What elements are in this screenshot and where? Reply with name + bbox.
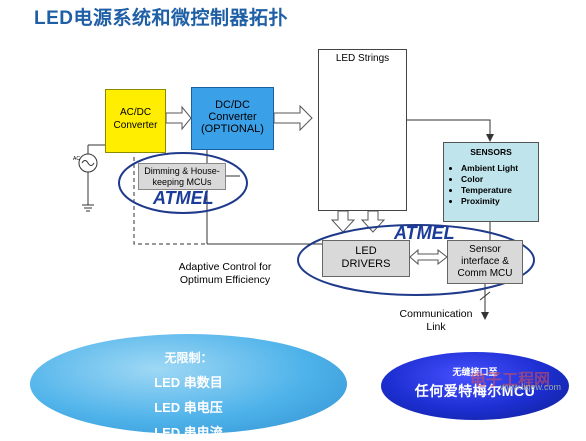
sensor-iface-line-3: Comm MCU [457,268,513,279]
dimming-line-2: keeping MCUs [152,177,212,187]
comm-line-2: Link [426,321,446,333]
no-limit-title: 无限制： [164,351,213,365]
sensors-block: SENSORS Ambient Light Color Temperature … [443,142,539,222]
seamless-small-text: 无缝接口至 [452,367,498,377]
arrow-dcdc-strings [273,104,313,132]
ellipse-drivers [297,224,535,296]
adaptive-line-2: Optimum Efficiency [179,274,271,286]
adaptive-control-label: Adaptive Control for Optimum Efficiency [165,261,285,287]
sensors-list: Ambient Light Color Temperature Proximit… [450,163,532,207]
sensor-item: Color [461,174,532,185]
arrow-drivers-sensor [409,248,448,266]
led-drivers-line-1: LED [355,245,377,257]
arrow-acdc-dcdc [165,105,192,131]
watermark-cn: 电子工程网 [470,372,551,389]
dcdc-line-2: Converter [208,111,257,123]
sensor-interface-block: Sensor interface & Comm MCU [447,240,523,284]
seamless-interface-callout: 无缝接口至 任何爱特梅尔MCU [381,352,569,420]
led-strings-title: LED Strings [335,53,390,64]
led-strings-block: LED Strings [318,49,407,211]
no-limit-line: LED 串电压 [154,400,223,415]
communication-link-label: Communication Link [396,308,476,334]
sensor-item: Proximity [461,196,532,207]
led-drivers-line-2: DRIVERS [341,258,391,270]
comm-line-1: Communication [399,308,473,320]
watermark: www.liqew.com [500,382,562,392]
sensor-item: Ambient Light [461,163,532,174]
ellipse-dimming [118,152,248,214]
atmel-logo: ATMEL [394,223,455,243]
no-limit-line: LED 串电流 [154,425,223,440]
ac-label: AC [73,156,80,162]
sensor-item: Temperature [461,185,532,196]
dcdc-converter-block: DC/DC Converter (OPTIONAL) [191,87,274,150]
sensor-iface-line-1: Sensor [469,244,501,255]
arrow-strings-drivers-1 [330,210,356,233]
no-limit-line: LED 串数目 [154,375,223,390]
atmel-logo: ATMEL [153,188,214,208]
dcdc-line-1: DC/DC [215,99,250,111]
dimming-line-1: Dimming & House- [144,166,220,176]
no-limit-callout: 无限制： LED 串数目 LED 串电压 LED 串电流 [30,334,347,440]
sensor-iface-line-2: interface & [461,256,509,267]
dcdc-line-3: (OPTIONAL) [201,123,264,135]
led-drivers-block: LED DRIVERS [322,240,410,277]
acdc-converter-block: AC/DC Converter [105,89,166,153]
seamless-big-text: 任何爱特梅尔MCU [414,383,536,399]
adaptive-line-1: Adaptive Control for [178,261,272,273]
page-title: LED电源系统和微控制器拓扑 [34,8,289,29]
sensors-title: SENSORS [470,147,512,157]
dimming-mcu-block: Dimming & House- keeping MCUs [138,163,226,190]
